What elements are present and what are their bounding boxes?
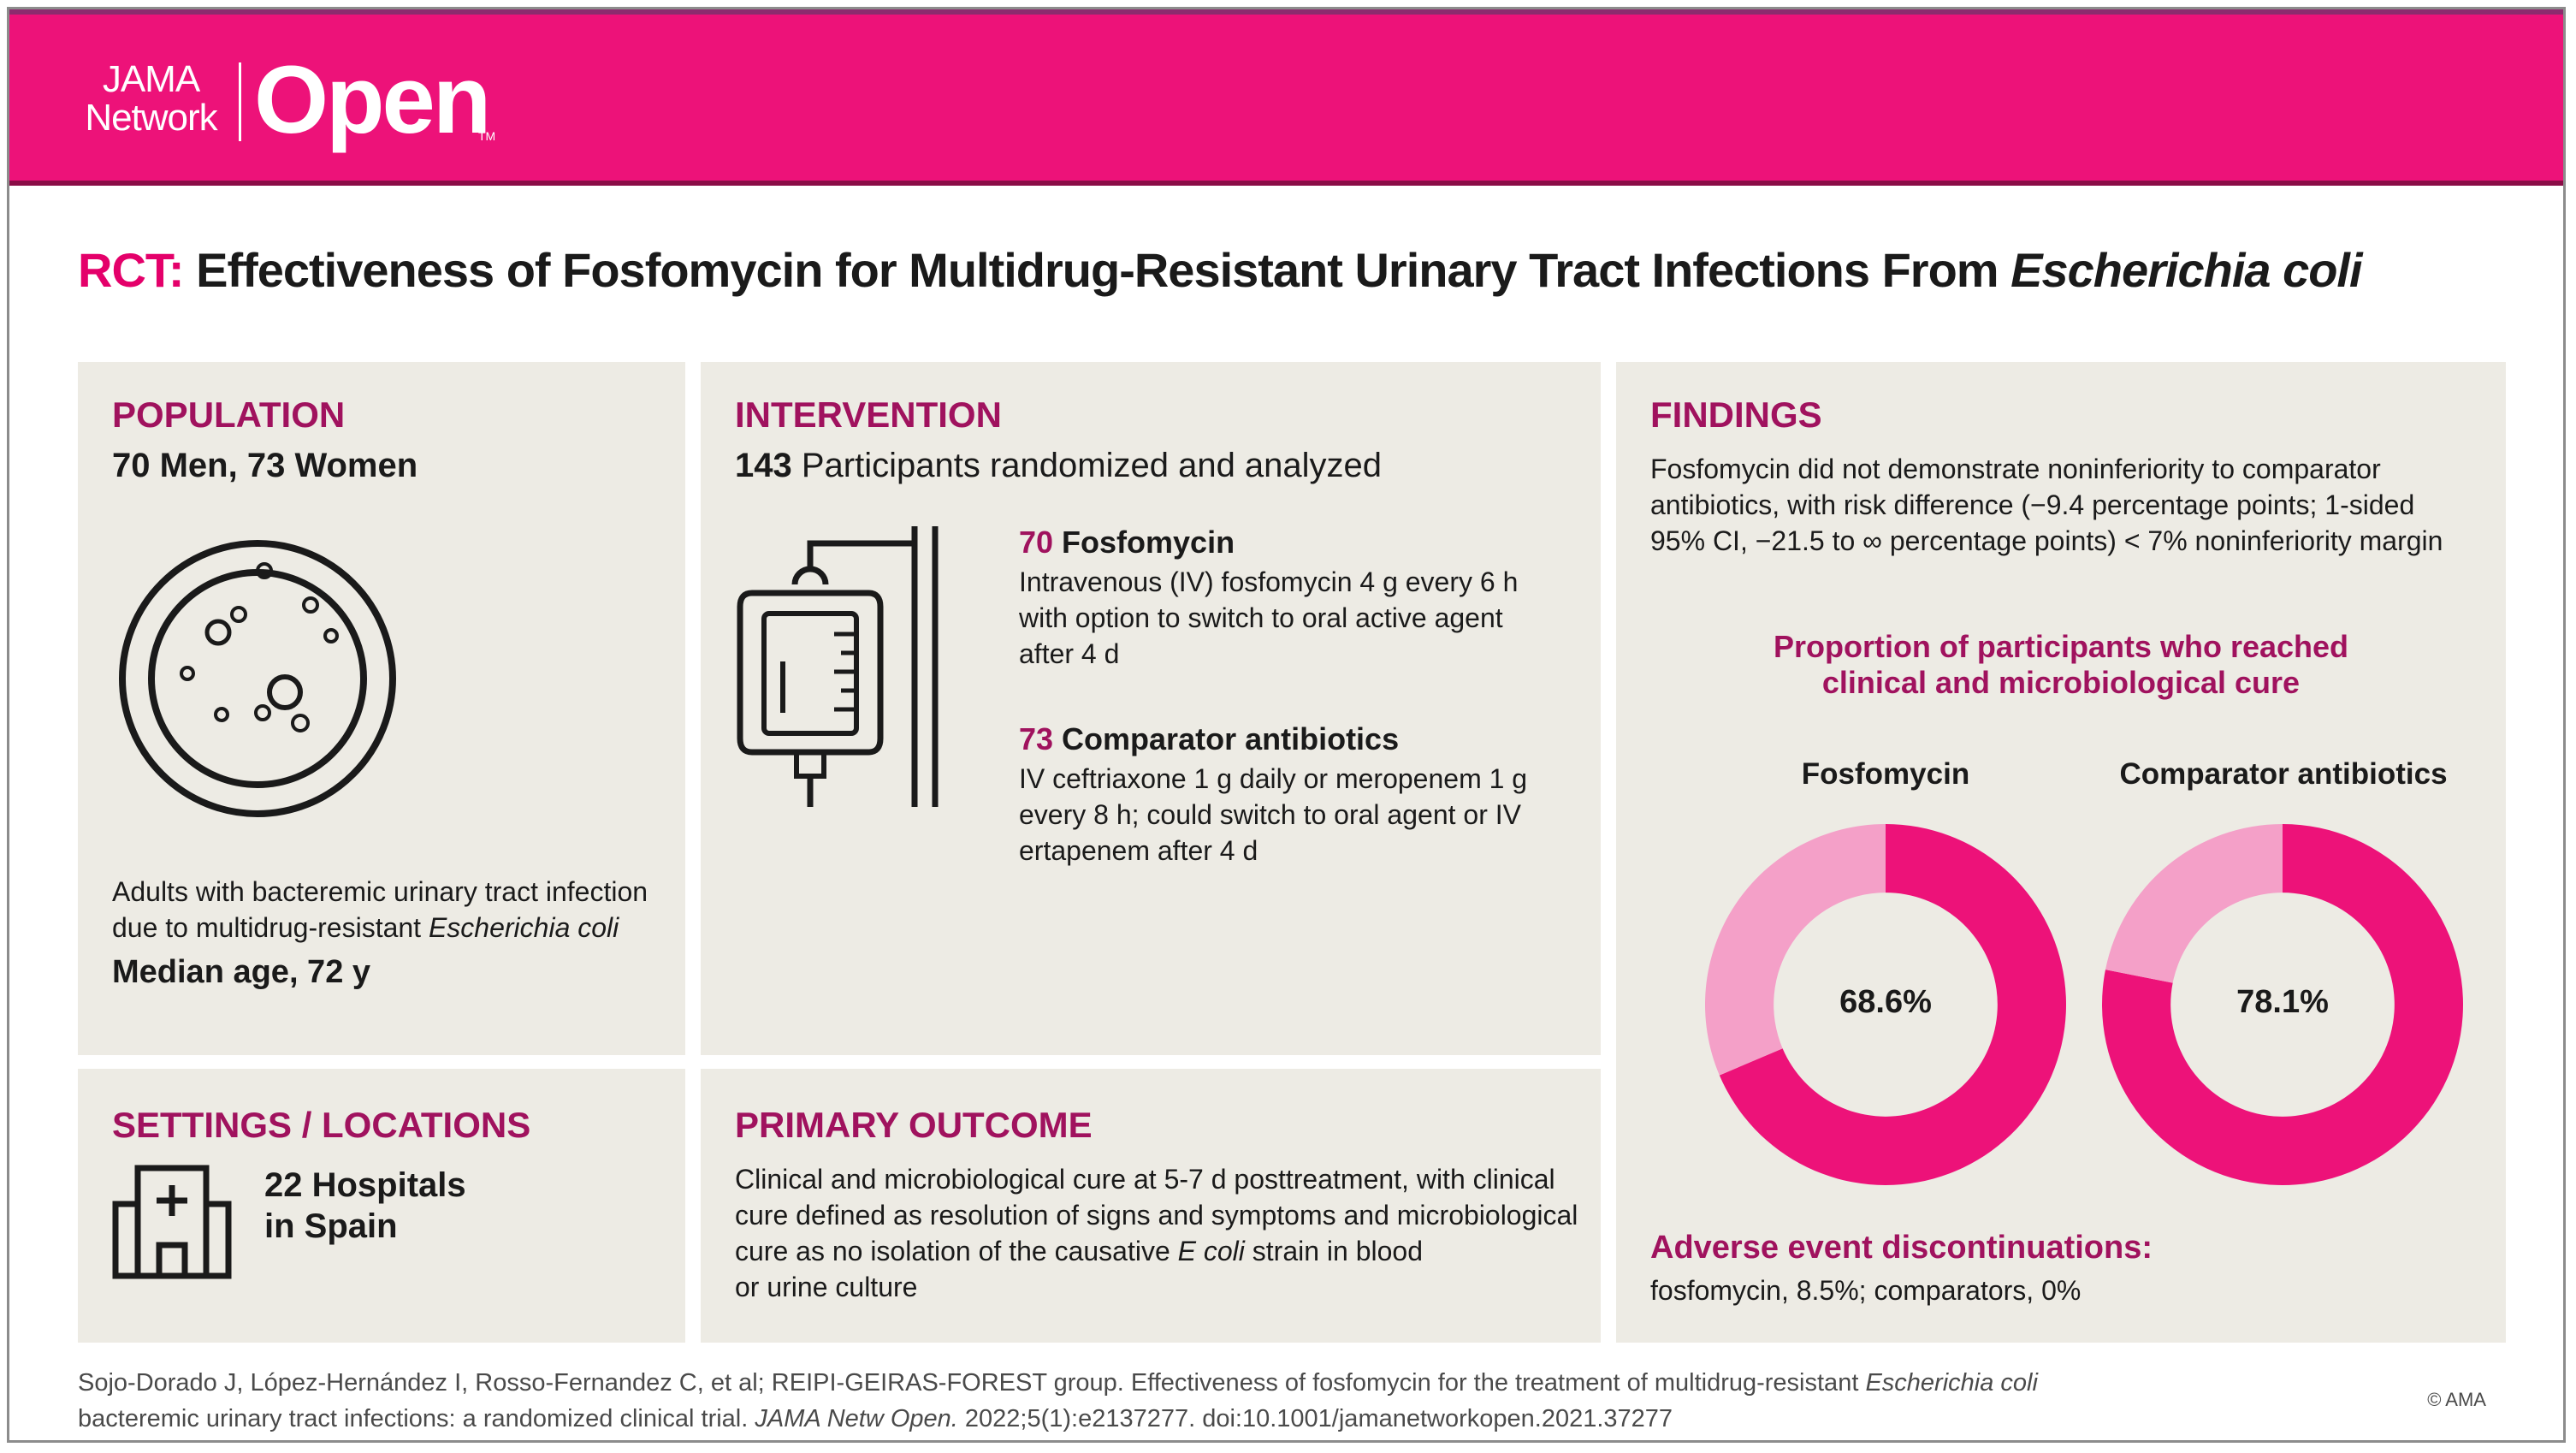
citation: Sojo-Dorado J, López-Hernández I, Rosso-… — [78, 1365, 2038, 1437]
hospital-icon — [112, 1165, 232, 1279]
outcome-line3: cure as no isolation of the causative E … — [735, 1233, 1423, 1269]
findings-line3: 95% CI, −21.5 to ∞ percentage points) < … — [1650, 525, 2443, 556]
title-main: Effectiveness of Fosfomycin for Multidru… — [196, 243, 2011, 297]
settings-panel: SETTINGS / LOCATIONS 22 Hospitals in Spa… — [78, 1069, 685, 1343]
population-desc-line1: Adults with bacteremic urinary tract inf… — [112, 876, 648, 907]
arm2-count: 73 — [1019, 721, 1054, 756]
chart-title-line2: clinical and microbiological cure — [1821, 665, 2301, 700]
population-desc-italic: Escherichia coli — [428, 912, 619, 943]
findings-heading: FINDINGS — [1650, 394, 1822, 435]
outcome-line3-italic: E coli — [1177, 1236, 1245, 1266]
arm1-name: Fosfomycin — [1053, 525, 1235, 560]
citation-line1: Sojo-Dorado J, López-Hernández I, Rosso-… — [78, 1365, 2038, 1401]
primary-outcome-panel: PRIMARY OUTCOME Clinical and microbiolog… — [701, 1069, 1601, 1343]
population-heading: POPULATION — [112, 394, 346, 435]
settings-line2: in Spain — [264, 1207, 398, 1245]
donut-label-comparator: Comparator antibiotics — [2119, 757, 2448, 791]
findings-line1: Fosfomycin did not demonstrate noninferi… — [1650, 454, 2381, 484]
population-desc-line2: due to multidrug-resistant Escherichia c… — [112, 910, 619, 946]
logo-jama: JAMA — [102, 58, 200, 100]
donut-slice-not-cured-1 — [2105, 824, 2283, 983]
citation-line1-italic: Escherichia coli — [1865, 1369, 2038, 1397]
arm2-desc-line2: every 8 h; could switch to oral agent or… — [1019, 799, 1521, 830]
adverse-event-heading: Adverse event discontinuations: — [1650, 1230, 2153, 1266]
outcome-line2: cure defined as resolution of signs and … — [735, 1200, 1578, 1231]
copyright: © AMA — [2427, 1389, 2486, 1410]
outcome-line3-prefix: cure as no isolation of the causative — [735, 1236, 1178, 1266]
chart-title-line1: Proportion of participants who reached — [1773, 629, 2349, 664]
population-counts: 70 Men, 73 Women — [112, 447, 418, 484]
logo-tm: TM — [478, 129, 496, 143]
arm1-count: 70 — [1019, 525, 1054, 560]
citation-line1-prefix: Sojo-Dorado J, López-Hernández I, Rosso-… — [78, 1369, 1866, 1397]
population-median-age: Median age, 72 y — [112, 954, 371, 990]
header-banner: JAMA Network Open TM — [9, 9, 2563, 186]
infographic-frame: JAMA Network Open TM RCT: Effectiveness … — [7, 7, 2566, 1443]
arm2-name: Comparator antibiotics — [1053, 721, 1400, 756]
intervention-panel: INTERVENTION 143 Participants randomized… — [701, 362, 1601, 1055]
petri-dish-icon — [119, 540, 396, 817]
donut-slice-cured-0 — [1719, 824, 2066, 1185]
page-title: RCT: Effectiveness of Fosfomycin for Mul… — [78, 242, 2363, 298]
findings-line2: antibiotics, with risk difference (−9.4 … — [1650, 489, 2415, 520]
donut-slice-cured-1 — [2102, 824, 2463, 1185]
intervention-total-number: 143 — [735, 447, 792, 484]
arm2-title: 73 Comparator antibiotics — [1019, 721, 1399, 757]
arm1-desc-line1: Intravenous (IV) fosfomycin 4 g every 6 … — [1019, 566, 1519, 597]
title-prefix: RCT: — [78, 243, 185, 297]
arm1-desc-line2: with option to switch to oral active age… — [1019, 602, 1503, 633]
outcome-line1: Clinical and microbiological cure at 5-7… — [735, 1164, 1555, 1195]
citation-line2-italic: JAMA Netw Open. — [755, 1405, 958, 1432]
iv-bag-icon — [737, 526, 939, 807]
header-top-stripe — [9, 9, 2563, 15]
outcome-line4: or urine culture — [735, 1272, 918, 1302]
logo-divider — [239, 62, 241, 141]
intervention-total-text: Participants randomized and analyzed — [791, 447, 1383, 484]
findings-panel: FINDINGS Fosfomycin did not demonstrate … — [1616, 362, 2506, 1343]
outcome-line3-suffix: strain in blood — [1244, 1236, 1424, 1266]
citation-line2: bacteremic urinary tract infections: a r… — [78, 1401, 2038, 1437]
donut-slice-not-cured-0 — [1705, 824, 1886, 1076]
donut-label-fosfomycin: Fosfomycin — [1801, 757, 1970, 791]
settings-line1: 22 Hospitals — [264, 1166, 466, 1204]
population-panel: POPULATION 70 Men, 73 Women Adults with … — [78, 362, 685, 1055]
intervention-heading: INTERVENTION — [735, 394, 1002, 435]
citation-line2-suffix: 2022;5(1):e2137277. doi:10.1001/jamanetw… — [957, 1405, 1673, 1432]
donut-chart-fosfomycin — [1705, 824, 2066, 1185]
donut-value-comparator: 78.1% — [2236, 984, 2329, 1020]
outcome-heading: PRIMARY OUTCOME — [735, 1105, 1093, 1145]
population-desc-prefix: due to multidrug-resistant — [112, 912, 429, 943]
intervention-total: 143 Participants randomized and analyzed — [735, 448, 1382, 483]
logo-network: Network — [85, 97, 217, 139]
settings-heading: SETTINGS / LOCATIONS — [112, 1105, 531, 1145]
arm1-title: 70 Fosfomycin — [1019, 525, 1235, 560]
donut-chart-comparator — [2102, 824, 2463, 1185]
adverse-event-text: fosfomycin, 8.5%; comparators, 0% — [1650, 1275, 2082, 1306]
arm1-desc-line3: after 4 d — [1019, 638, 1120, 669]
logo-open: Open — [254, 46, 491, 153]
title-italic: Escherichia coli — [2010, 243, 2362, 297]
arm2-desc-line1: IV ceftriaxone 1 g daily or meropenem 1 … — [1019, 763, 1528, 794]
arm2-desc-line3: ertapenem after 4 d — [1019, 835, 1258, 866]
donut-value-fosfomycin: 68.6% — [1839, 984, 1932, 1020]
citation-line2-prefix: bacteremic urinary tract infections: a r… — [78, 1405, 755, 1432]
